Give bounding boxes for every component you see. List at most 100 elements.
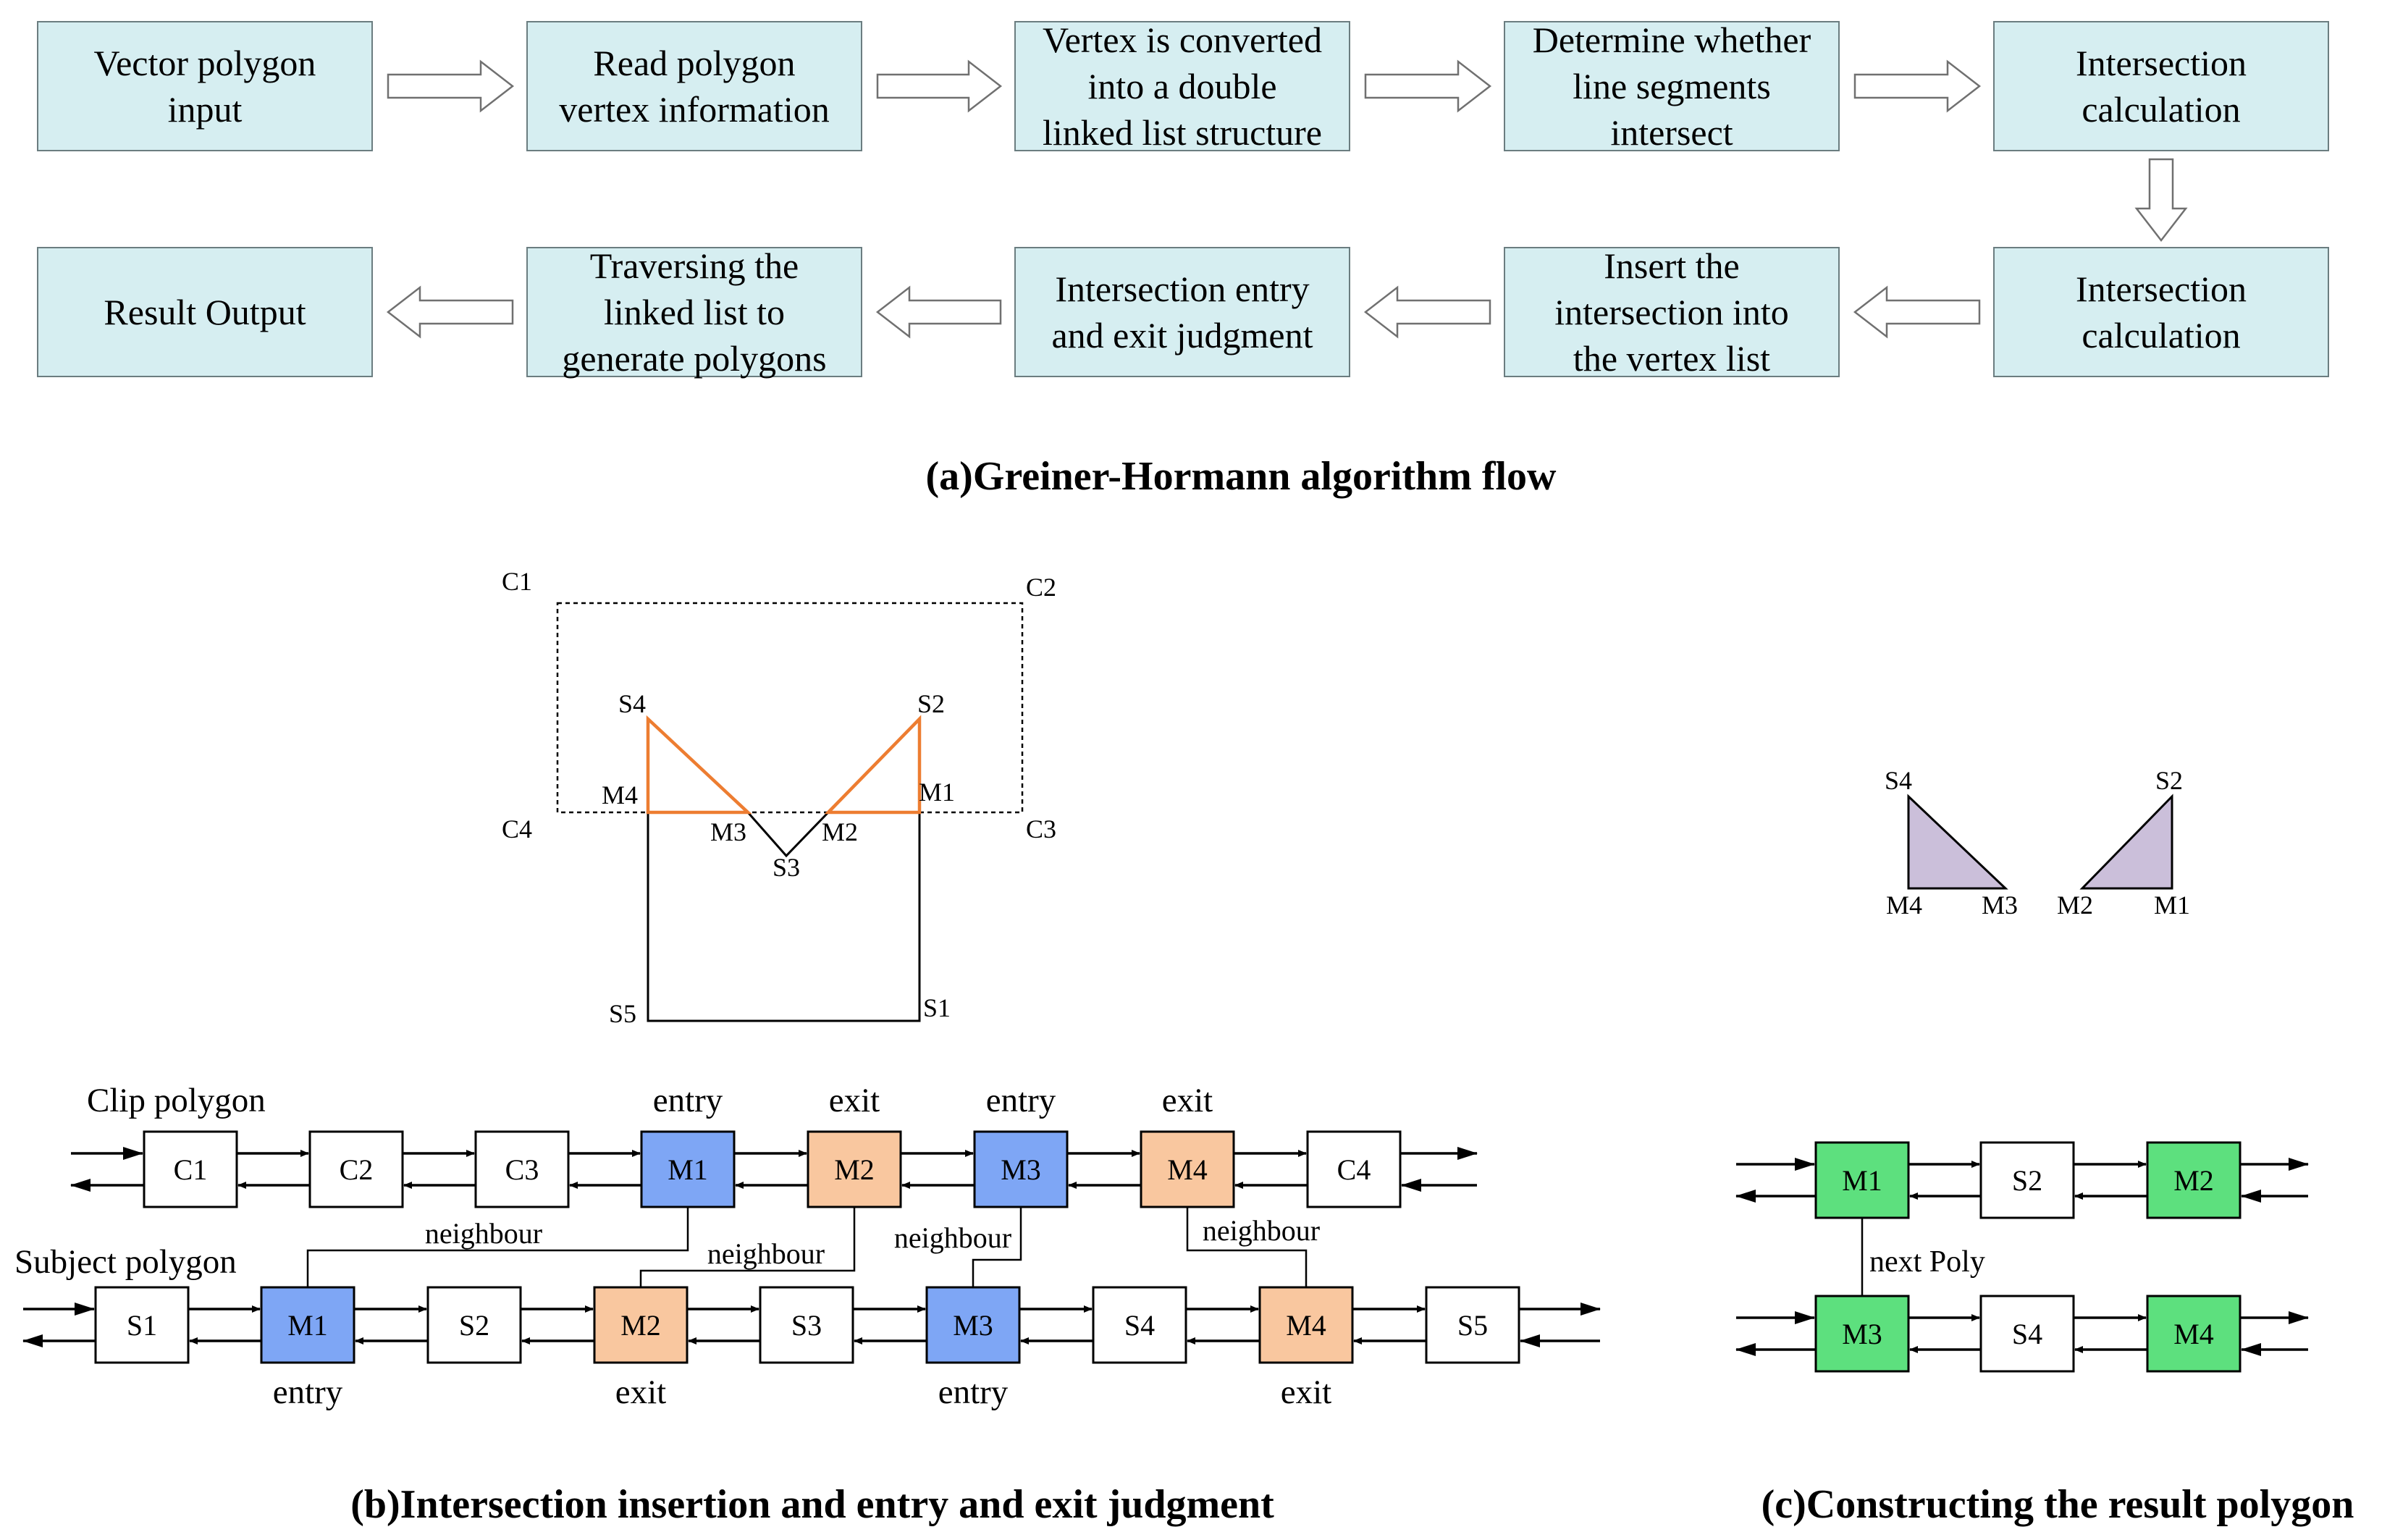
flow-step-4-line: Determine whether (1533, 20, 1811, 60)
clip-node-m4: M4 (1140, 1130, 1235, 1208)
clip-node-m1-box (640, 1130, 736, 1208)
geo-label-m2: M2 (822, 817, 858, 846)
neighbour-link-4 (1186, 1207, 1308, 1287)
clip-exit-tag: exit (1162, 1082, 1213, 1119)
subject-entry-tag: entry (273, 1373, 343, 1411)
flow-step-3-box (1014, 21, 1350, 151)
result-row1-node-s2-label: S2 (2012, 1164, 2042, 1197)
flow-step-2-line: vertex information (559, 89, 830, 130)
subject-node-s2: S2 (426, 1286, 522, 1364)
neighbour-label: neighbour (894, 1221, 1011, 1254)
caption-b: (b)Intersection insertion and entry and … (350, 1482, 1274, 1527)
clip-node-c3: C3 (474, 1130, 570, 1208)
result-row2-node-s4: S4 (1979, 1295, 2075, 1373)
clip-node-c3-label: C3 (505, 1153, 539, 1186)
flow-arrow-right (387, 59, 515, 113)
clip-node-m3: M3 (973, 1130, 1069, 1208)
geo-label-m1: M1 (919, 778, 955, 807)
result-label-m4: M4 (1886, 891, 1922, 920)
clip-polygon-label: Clip polygon (87, 1082, 266, 1119)
result-row2-node-m3: M3 (1814, 1295, 1910, 1373)
flow-step-r2-1-line: Result Output (104, 292, 306, 332)
clip-node-m2-box (807, 1130, 902, 1208)
geo-label-c1: C1 (502, 567, 532, 596)
result-row1-node-m1: M1 (1814, 1141, 1910, 1219)
flow-step-r2-5-line: calculation (2082, 315, 2240, 355)
clip-node-c2: C2 (308, 1130, 404, 1208)
subject-node-s2-box (426, 1286, 522, 1364)
result-triangle-right-outline (824, 715, 922, 815)
subject-node-m4-label: M4 (1286, 1309, 1326, 1342)
subject-polygon-outline (647, 812, 921, 1022)
neighbour-link-3 (972, 1207, 1022, 1287)
flow-step-r2-1-box (37, 247, 373, 377)
flow-arrow-left (1363, 285, 1491, 339)
subject-node-s3-box (759, 1286, 854, 1364)
clip-exit-tag: exit (829, 1082, 880, 1119)
clip-node-c3-box (474, 1130, 570, 1208)
result-row1-node-m2-label: M2 (2173, 1164, 2214, 1197)
flow-step-r2-2-line: generate polygons (562, 338, 826, 379)
clip-node-c4-box (1306, 1130, 1402, 1208)
subject-node-m1-label: M1 (287, 1309, 328, 1342)
neighbour-label: neighbour (707, 1237, 825, 1270)
flow-arrow-left (386, 285, 514, 339)
result-row2-node-s4-box (1979, 1295, 2075, 1373)
subject-polygon-label: Subject polygon (14, 1243, 237, 1281)
flow-step-3-line: into a double (1087, 66, 1276, 106)
result-label-m1: M1 (2154, 891, 2190, 920)
subject-node-s5-label: S5 (1457, 1309, 1488, 1342)
subject-node-m3-box (925, 1286, 1021, 1364)
clip-node-m4-box (1140, 1130, 1235, 1208)
clip-node-m3-label: M3 (1001, 1153, 1041, 1186)
flow-arrow-right (876, 59, 1003, 113)
result-row2-node-s4-label: S4 (2012, 1318, 2042, 1350)
result-row2-node-m3-label: M3 (1842, 1318, 1882, 1350)
subject-exit-tag: exit (1281, 1373, 1331, 1411)
flow-arrow-right (1853, 59, 1982, 113)
flow-step-1-line: input (168, 89, 243, 130)
flow-step-2-box (526, 21, 862, 151)
caption-c: (c)Constructing the result polygon (1761, 1482, 2354, 1527)
flow-step-2-line: Read polygon (593, 43, 795, 83)
result-label-s2: S2 (2155, 766, 2183, 795)
geo-label-s3: S3 (773, 853, 800, 882)
subject-node-s3: S3 (759, 1286, 854, 1364)
subject-entry-tag: entry (938, 1373, 1009, 1411)
flow-step-r2-4-line: the vertex list (1573, 338, 1770, 379)
flow-arrow-left (875, 285, 1002, 339)
flow-step-r2-5: Intersection calculation (1993, 247, 2329, 377)
next-poly-label: next Poly (1869, 1245, 1985, 1279)
geo-label-c3: C3 (1026, 815, 1056, 843)
geo-label-s2: S2 (917, 689, 945, 718)
clip-entry-tag: entry (653, 1082, 723, 1119)
subject-node-m3: M3 (925, 1286, 1021, 1364)
subject-node-s1-label: S1 (127, 1309, 157, 1342)
flow-step-r2-5-line: Intersection (2076, 269, 2247, 309)
result-row1-node-m2: M2 (2146, 1141, 2242, 1219)
subject-node-s5-box (1425, 1286, 1520, 1364)
subject-node-s3-label: S3 (791, 1309, 822, 1342)
subject-node-s5: S5 (1425, 1286, 1520, 1364)
flow-step-r2-4-line: intersection into (1554, 292, 1789, 332)
clip-polygon-outline (556, 602, 1024, 814)
clip-node-c1-box (143, 1130, 238, 1208)
flow-step-r2-4-box (1504, 247, 1840, 377)
subject-node-s4: S4 (1092, 1286, 1187, 1364)
flow-step-5-line: Intersection (2076, 43, 2247, 83)
result-row2-node-m4-box (2146, 1295, 2242, 1373)
subject-node-m4: M4 (1258, 1286, 1354, 1364)
result-triangle-left-outline (646, 715, 752, 815)
flow-step-r2-1: Result Output (37, 247, 373, 377)
result-row1-node-s2-box (1979, 1141, 2075, 1219)
result-row2-node-m4: M4 (2146, 1295, 2242, 1373)
